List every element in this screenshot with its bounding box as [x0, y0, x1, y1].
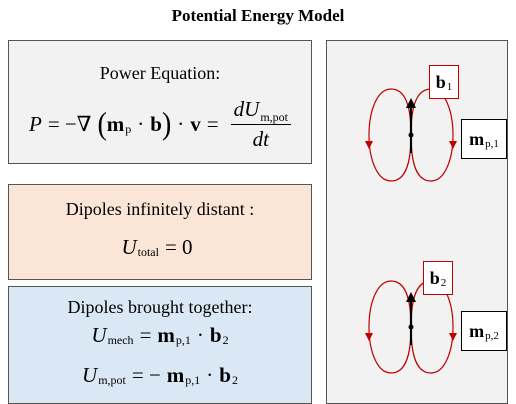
dot-operator: ·: [206, 363, 214, 387]
moment-subscript: p,1: [175, 333, 191, 347]
dot-operator: ·: [196, 323, 204, 347]
field-subscript: 2: [231, 373, 238, 387]
field-symbol: b: [209, 323, 222, 347]
power-equation-heading: Power Equation:: [99, 63, 221, 83]
energy-symbol: U: [91, 323, 107, 347]
field-symbol: b: [219, 363, 231, 387]
dot-operator-2: ·: [177, 112, 185, 136]
left-paren: (: [97, 106, 107, 142]
dipole-1-left-loop: [368, 88, 412, 182]
equals-neg-gradient: = −∇: [47, 112, 92, 136]
equals-sign: =: [206, 112, 219, 136]
equals-sign: =: [139, 323, 152, 347]
moment-symbol: m: [157, 323, 175, 347]
dipole-1-right-loop: [410, 88, 454, 182]
numerator-subscript: m,pot: [260, 110, 288, 124]
numerator-dU: dU: [233, 97, 260, 121]
field-symbol: b: [150, 112, 162, 136]
denominator-dt: dt: [252, 127, 269, 151]
moment-symbol: m: [106, 112, 125, 136]
dipole-2-center: [408, 324, 414, 330]
moment-symbol: m: [166, 363, 185, 387]
dipole-2-left-loop: [368, 280, 412, 374]
energy-symbol: U: [121, 235, 137, 259]
energy-subscript-total: total: [137, 245, 159, 259]
field-subscript: 2: [222, 333, 229, 347]
dipole-1: [365, 88, 457, 182]
dot-operator: ·: [137, 112, 145, 136]
equals-zero: = 0: [164, 235, 193, 259]
energy-subscript-mpot: m,pot: [98, 373, 126, 387]
dipole-2: [365, 280, 457, 374]
dipole-2-right-loop: [410, 280, 454, 374]
derivative-fraction: dUm,pot dt: [230, 97, 291, 152]
right-paren: ): [161, 106, 172, 142]
distant-heading: Dipoles infinitely distant :: [65, 199, 255, 219]
energy-subscript-mech: mech: [107, 333, 134, 347]
energy-symbol: U: [82, 363, 98, 387]
together-heading: Dipoles brought together:: [67, 297, 253, 317]
dipole-1-center: [408, 132, 414, 138]
power-symbol: P: [29, 112, 42, 136]
velocity-symbol: v: [190, 112, 201, 136]
moment-subscript: p,1: [185, 373, 201, 387]
diagram-title: Potential Energy Model: [171, 6, 345, 25]
equals-negative: = −: [131, 363, 161, 387]
moment-subscript: p: [125, 122, 132, 136]
dipole-field-drawing: [365, 88, 457, 374]
